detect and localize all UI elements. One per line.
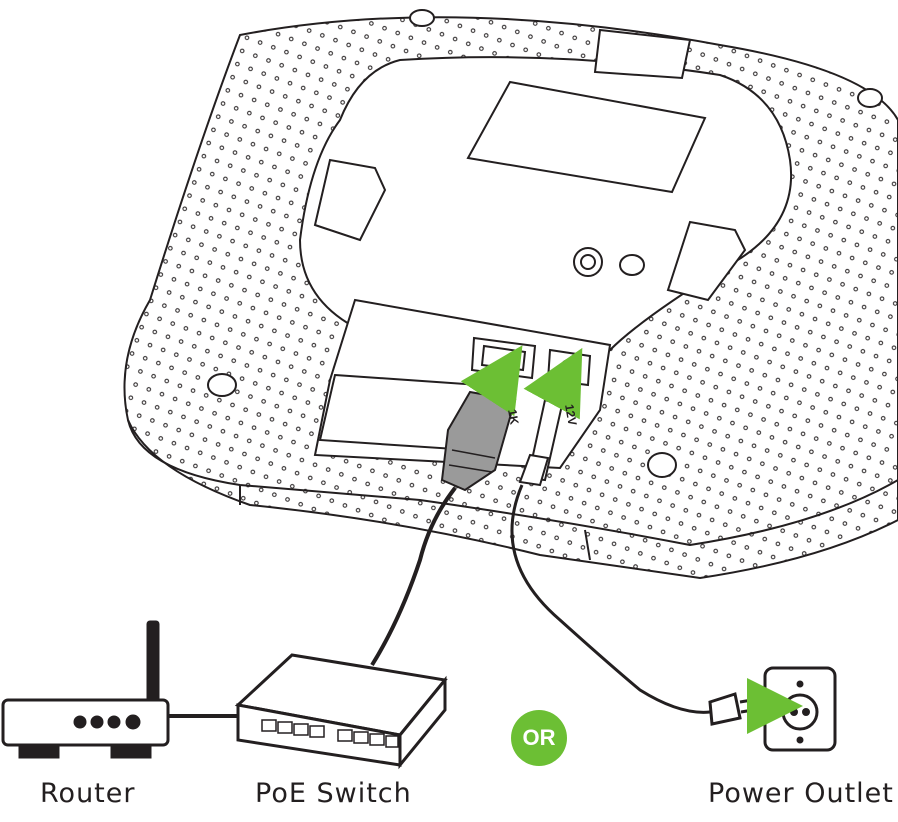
router-icon: [1, 620, 170, 759]
mount-hole: [647, 452, 677, 478]
mount-hole: [857, 88, 883, 108]
power-wire: [510, 484, 711, 714]
access-point: [123, 9, 898, 580]
mount-hole: [409, 9, 435, 27]
shell-rim: [127, 419, 898, 547]
mount-hole: [619, 254, 645, 276]
poe-switch-icon: [234, 653, 448, 770]
ac-plug: [708, 692, 742, 726]
mount-clip-top: [593, 28, 692, 80]
poe-switch-caption: PoE Switch: [255, 778, 412, 809]
mount-tab-left: [313, 158, 387, 242]
or-badge: OR: [511, 710, 567, 766]
label-panel: [466, 80, 707, 194]
insert-arrows: [460, 345, 583, 420]
arrow-to-lan-icon: [460, 345, 523, 417]
power-cable: [510, 398, 711, 714]
router-caption: Router: [40, 778, 136, 809]
shell-rim-lower: [239, 485, 591, 561]
port-label-lan: 1K: [505, 408, 522, 426]
mount-hole: [207, 373, 237, 397]
port-label-power: 12V: [562, 403, 579, 426]
power-outlet-caption: Power Outlet: [708, 778, 894, 809]
mount-tab-right: [666, 220, 747, 302]
ethernet-wire: [370, 486, 457, 667]
arrow-to-power-icon: [523, 347, 583, 420]
